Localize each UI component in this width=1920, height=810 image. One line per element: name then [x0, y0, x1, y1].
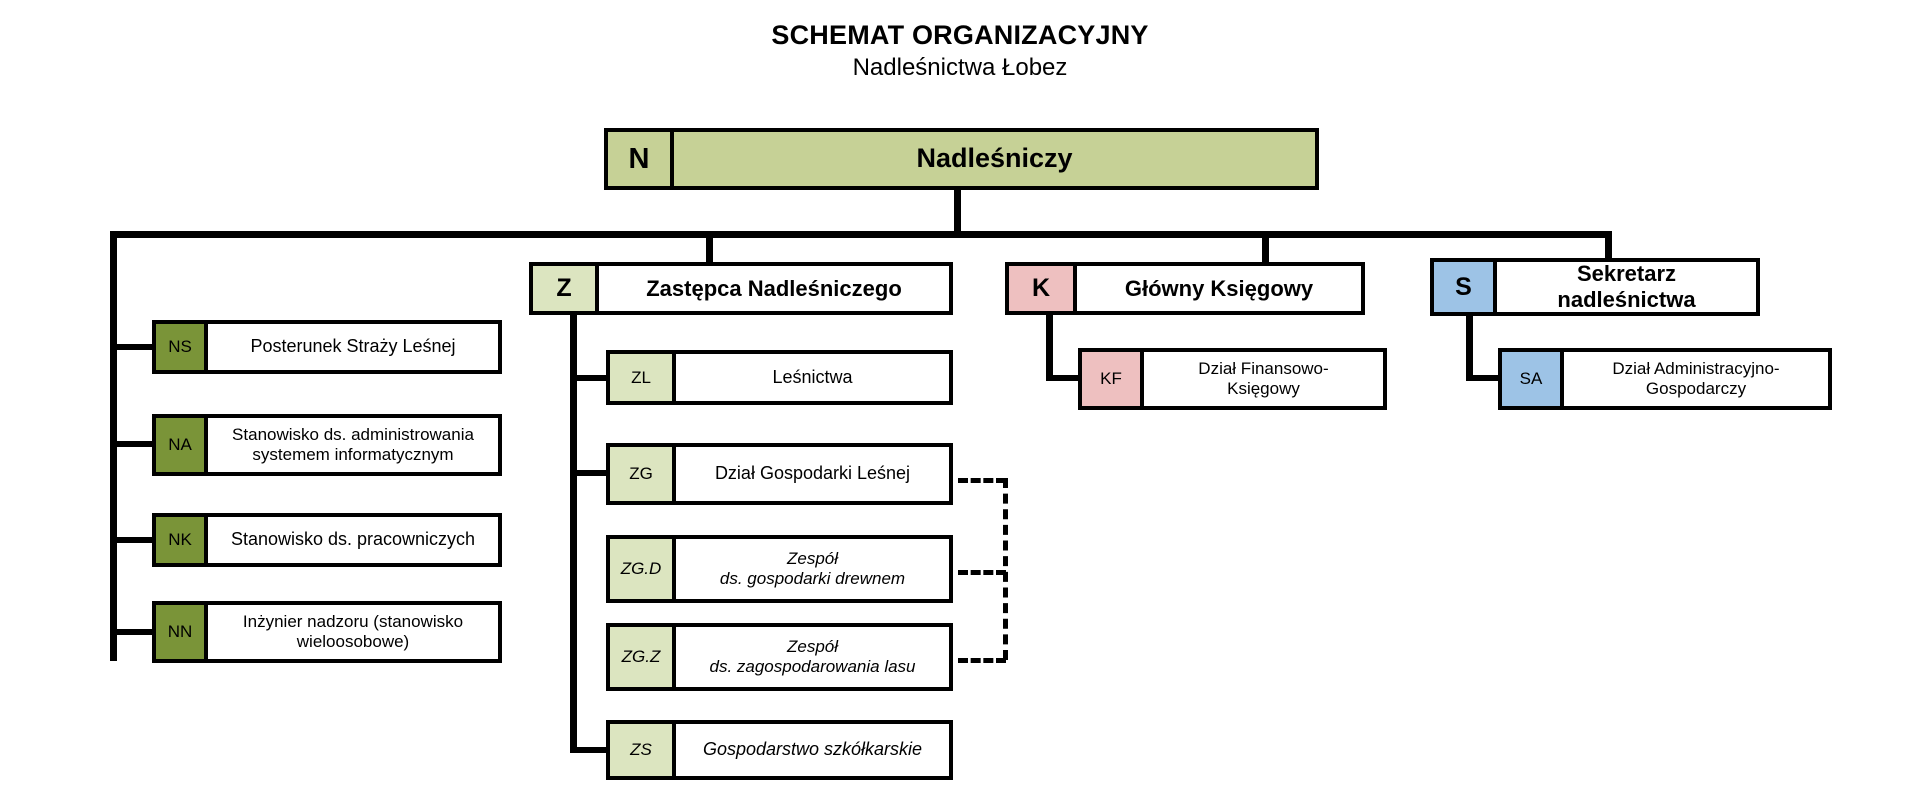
- page-title: SCHEMAT ORGANIZACYJNY: [771, 20, 1149, 50]
- node-zg-dzial-gospodarki-lesnej[interactable]: ZG Dział Gospodarki Leśnej: [606, 443, 953, 505]
- connector-z-stub-zl: [570, 375, 606, 381]
- node-zgz-code: ZG.Z: [610, 627, 676, 687]
- node-na-code: NA: [156, 418, 208, 472]
- node-kf-dzial-finansowo-ksiegowy[interactable]: KF Dział Finansowo- Księgowy: [1078, 348, 1387, 410]
- node-nk-code: NK: [156, 517, 208, 563]
- node-z-zastepca[interactable]: Z Zastępca Nadleśniczego: [529, 262, 953, 315]
- node-k-label: Główny Księgowy: [1124, 275, 1314, 301]
- node-kf-label: Dział Finansowo- Księgowy: [1198, 358, 1329, 398]
- chart-title-block: SCHEMAT ORGANIZACYJNY Nadleśnictwa Łobez: [0, 18, 1920, 84]
- node-na-administrowanie-systemem[interactable]: NA Stanowisko ds. administrowania system…: [152, 414, 502, 476]
- connector-z-stub-zg: [570, 470, 606, 476]
- node-sa-label: Dział Administracyjno- Gospodarczy: [1612, 358, 1780, 398]
- node-n-label: Nadleśniczy: [674, 132, 1315, 186]
- node-nk-label: Stanowisko ds. pracowniczych: [230, 529, 476, 550]
- node-zs-gospodarstwo-szkolkarskie[interactable]: ZS Gospodarstwo szkółkarskie: [606, 720, 953, 780]
- node-nn-code: NN: [156, 605, 208, 659]
- node-sa-dzial-administracyjno-gospodarczy[interactable]: SA Dział Administracyjno- Gospodarczy: [1498, 348, 1832, 410]
- node-na-label: Stanowisko ds. administrowania systemem …: [232, 424, 474, 464]
- node-ns-posterunek[interactable]: NS Posterunek Straży Leśnej: [152, 320, 502, 374]
- node-ns-label: Posterunek Straży Leśnej: [250, 336, 456, 357]
- connector-z-stub-zs: [570, 747, 606, 753]
- connector-k-trunk: [1046, 293, 1053, 381]
- node-s-label: Sekretarz nadleśnictwa: [1557, 261, 1696, 312]
- connector-drop-k: [1262, 231, 1269, 262]
- node-n-nadlesniczy[interactable]: N Nadleśniczy: [604, 128, 1319, 190]
- connector-dashed-zgd: [958, 570, 1006, 575]
- node-s-code: S: [1434, 262, 1497, 312]
- connector-dashed-zgz: [958, 658, 1006, 663]
- node-zgd-zespol-gospodarki-drewnem[interactable]: ZG.D Zespół ds. gospodarki drewnem: [606, 535, 953, 603]
- node-zl-code: ZL: [610, 354, 676, 401]
- connector-dashed-spine: [1003, 478, 1008, 660]
- node-z-code: Z: [533, 266, 599, 311]
- node-z-label: Zastępca Nadleśniczego: [646, 275, 902, 301]
- node-ns-code: NS: [156, 324, 208, 370]
- node-zg-label: Dział Gospodarki Leśnej: [714, 463, 911, 484]
- connector-z-trunk: [570, 293, 577, 753]
- connector-left-stub-na: [110, 441, 152, 447]
- node-sa-code: SA: [1502, 352, 1564, 406]
- node-nn-inzynier-nadzoru[interactable]: NN Inżynier nadzoru (stanowisko wielooso…: [152, 601, 502, 663]
- page-subtitle: Nadleśnictwa Łobez: [852, 54, 1068, 81]
- node-zl-lesnictwa[interactable]: ZL Leśnictwa: [606, 350, 953, 405]
- node-zs-code: ZS: [610, 724, 676, 776]
- node-zgz-label: Zespół ds. zagospodarowania lasu: [709, 636, 916, 676]
- node-zgz-zespol-zagospodarowania-lasu[interactable]: ZG.Z Zespół ds. zagospodarowania lasu: [606, 623, 953, 691]
- node-s-sekretarz[interactable]: S Sekretarz nadleśnictwa: [1430, 258, 1760, 316]
- node-zl-label: Leśnictwa: [772, 366, 853, 387]
- node-zg-code: ZG: [610, 447, 676, 501]
- node-zs-label: Gospodarstwo szkółkarskie: [702, 739, 923, 760]
- node-n-code: N: [608, 132, 674, 186]
- connector-left-stub-nn: [110, 629, 152, 635]
- connector-s-stub-sa: [1466, 375, 1498, 381]
- node-zgd-code: ZG.D: [610, 539, 676, 599]
- connector-main-bus: [110, 231, 1612, 238]
- connector-n-stem: [954, 186, 961, 236]
- node-zgd-label: Zespół ds. gospodarki drewnem: [719, 548, 906, 588]
- node-kf-code: KF: [1082, 352, 1144, 406]
- connector-drop-z: [706, 231, 713, 262]
- connector-s-trunk: [1466, 290, 1473, 381]
- connector-drop-s: [1605, 231, 1612, 258]
- connector-left-stub-ns: [110, 344, 152, 350]
- connector-dashed-zg: [958, 478, 1006, 483]
- connector-left-stub-nk: [110, 537, 152, 543]
- node-nk-stanowisko-pracownicze[interactable]: NK Stanowisko ds. pracowniczych: [152, 513, 502, 567]
- node-k-code: K: [1009, 266, 1077, 311]
- connector-k-stub-kf: [1046, 375, 1078, 381]
- node-k-glowny-ksiegowy[interactable]: K Główny Księgowy: [1005, 262, 1365, 315]
- node-nn-label: Inżynier nadzoru (stanowisko wieloosobow…: [242, 611, 464, 651]
